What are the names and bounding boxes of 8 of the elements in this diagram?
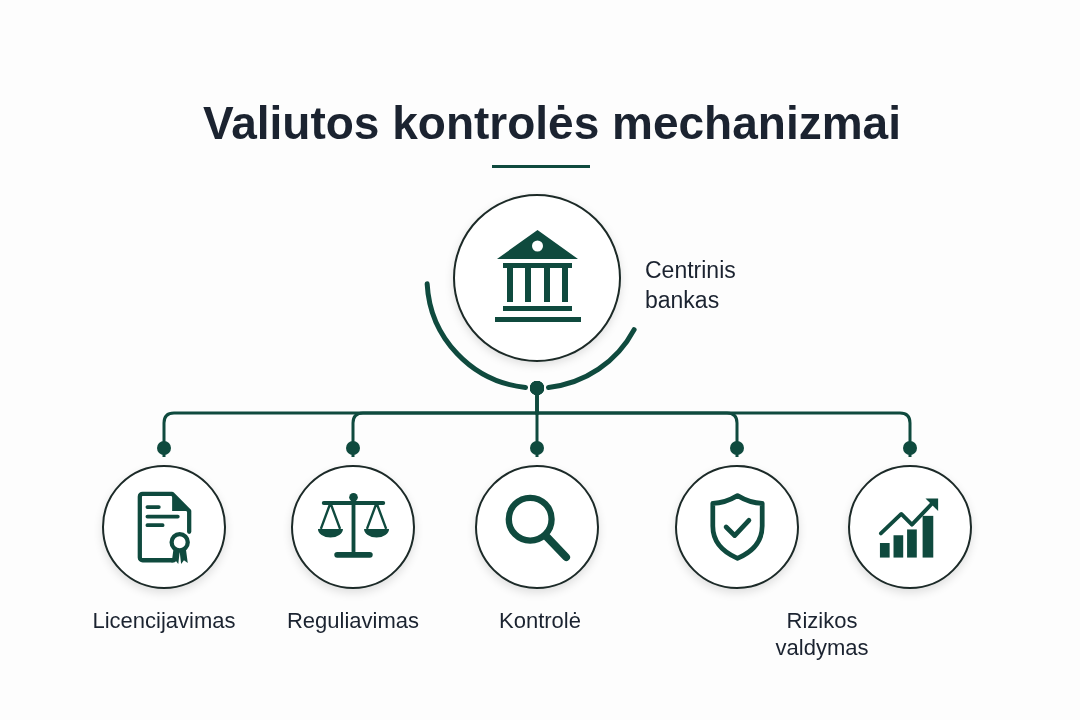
- circle-with-arc: [424, 192, 640, 392]
- node-caption: Kontrolė: [498, 607, 582, 634]
- node-caption: Reguliavimas: [285, 607, 421, 634]
- node-caption: Centrinis bankas: [645, 256, 737, 315]
- connector-line: [530, 381, 917, 457]
- title: Valiutos kontrolės mechanizmai: [203, 100, 901, 146]
- node-caption: Licencijavimas: [91, 607, 237, 634]
- node-caption: Rizikos valdymas: [774, 607, 870, 661]
